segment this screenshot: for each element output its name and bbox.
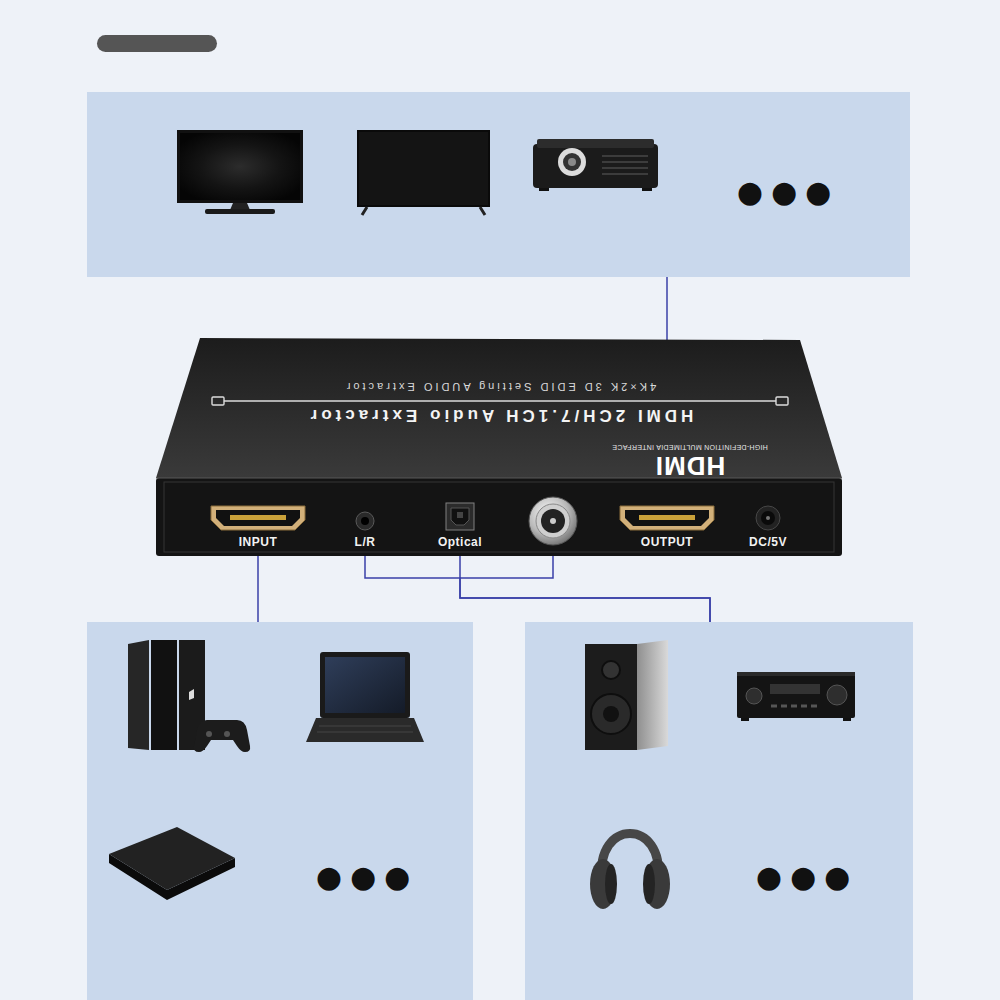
dc-power-port: DC/5V [749, 505, 787, 549]
header-pill [97, 35, 217, 52]
signal-wire [365, 549, 710, 622]
port-graphic [755, 505, 781, 531]
audio-jack-port: L/R [355, 511, 376, 549]
node-artwork [87, 622, 473, 1000]
extractor-housing: 4K×2K 3D EDID Setting AUDIO ExtractorHDM… [150, 330, 850, 562]
port-graphic [445, 502, 475, 531]
more-devices-ellipsis: ●●● [756, 862, 859, 892]
port-graphic [619, 505, 715, 531]
model-subtitle: 4K×2K 3D EDID Setting AUDIO Extractor [344, 381, 656, 392]
node-artwork [525, 622, 913, 1000]
port-label: Optical [438, 535, 482, 549]
node-artwork-use [109, 640, 424, 900]
port-graphic-use [446, 503, 474, 530]
port-label: INPUT [239, 535, 278, 549]
more-devices-ellipsis: ●●● [737, 177, 840, 207]
signal-wire [460, 549, 710, 622]
port-graphic [355, 511, 375, 531]
port-label: OUTPUT [641, 535, 693, 549]
port-graphic-use [356, 512, 374, 530]
more-devices-ellipsis: ●●● [316, 862, 419, 892]
node-artwork-use [177, 130, 658, 215]
display-panel: ●●● [87, 92, 910, 277]
hdmi-logo: HDMI [655, 453, 725, 479]
optical-port: Optical [438, 502, 482, 549]
port-graphic-use [211, 506, 305, 530]
model-title: HDMI 2CH/7.1CH Audio Extractor [307, 407, 694, 424]
hdmi-input-port: INPUT [210, 505, 306, 549]
node-artwork-use [156, 338, 842, 556]
port-label: DC/5V [749, 535, 787, 549]
hdmi-tagline: HIGH-DEFINITION MULTIMEDIA INTERFACE [612, 444, 768, 451]
port-label: L/R [355, 535, 376, 549]
signal-wire [257, 549, 259, 622]
port-graphic-use [620, 506, 714, 530]
source-panel: ●●● [87, 622, 473, 1000]
audio-panel: ●●● [525, 622, 913, 1000]
hdmi-output-port: OUTPUT [619, 505, 715, 549]
port-graphic [210, 505, 306, 531]
port-graphic-use [756, 506, 780, 530]
